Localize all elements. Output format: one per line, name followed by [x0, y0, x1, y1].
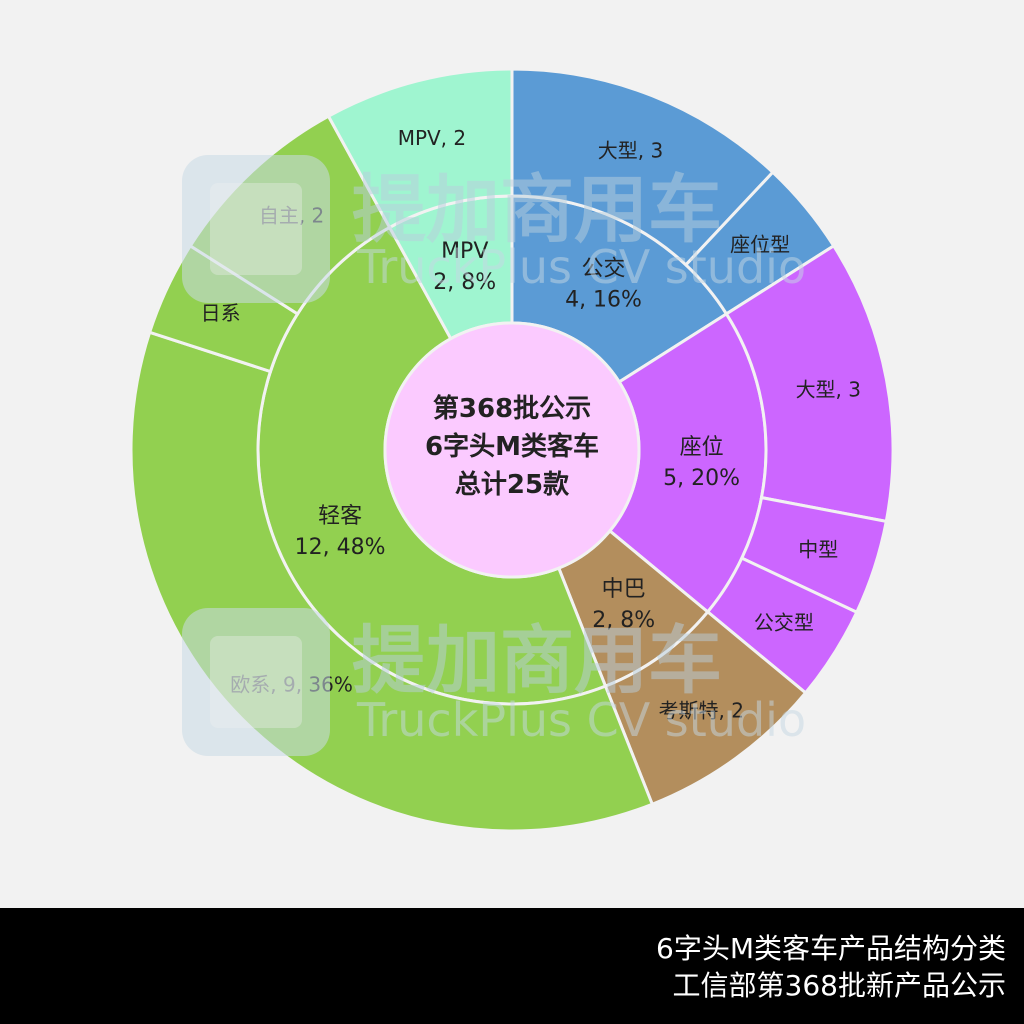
outer-label-cat-1-0: 大型, 3: [796, 378, 861, 402]
outer-label-cat-1-1: 中型: [798, 538, 838, 562]
outer-label-cat-0-1: 座位型: [730, 233, 790, 257]
outer-label-cat-1-2: 公交型: [754, 611, 814, 635]
footer-subtitle: 工信部第368批新产品公示: [672, 969, 1006, 1002]
outer-label-cat-0-0: 大型, 3: [598, 139, 663, 163]
footer-title: 6字头M类客车产品结构分类: [656, 932, 1006, 965]
center-disk: [383, 321, 641, 579]
outer-label-cat-3-2: 自主, 2: [259, 203, 324, 227]
outer-label-cat-3-1: 日系: [201, 301, 241, 325]
outer-segment-cat-4-0[interactable]: [326, 67, 514, 230]
footer-caption: 6字头M类客车产品结构分类 工信部第368批新产品公示: [0, 908, 1024, 1024]
outer-label-cat-2-0: 考斯特, 2: [659, 699, 744, 723]
outer-label-cat-4-0: MPV, 2: [398, 126, 466, 150]
outer-label-cat-3-0: 欧系, 9, 36%: [230, 673, 353, 697]
